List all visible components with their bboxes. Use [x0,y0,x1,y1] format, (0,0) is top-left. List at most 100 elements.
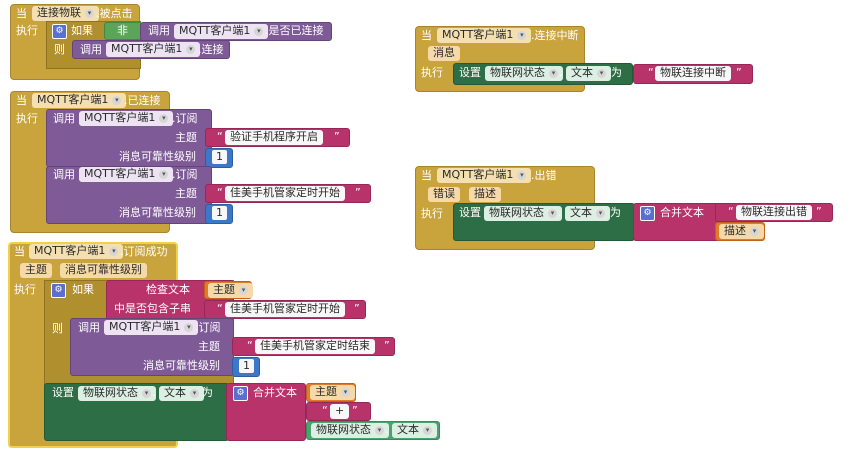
component-dropdown[interactable]: MQTT客户端1▾ [437,168,532,183]
do-label: 执行 [14,283,36,296]
do-label: 执行 [16,24,38,37]
not-label: 非 [117,24,128,37]
chevron-down-icon: ▾ [750,227,759,236]
mqtt-dropdown[interactable]: MQTT客户端1▾ [79,111,174,126]
var-dropdown[interactable]: 描述▾ [719,224,764,239]
do-label: 执行 [421,207,443,220]
qos-value[interactable]: 1 [239,359,254,373]
qos-value[interactable]: 1 [212,206,227,220]
text-value[interactable]: 物联连接出错 [736,205,812,220]
to-label: 为 [610,206,621,219]
when-label: 当 [16,94,27,107]
param-error[interactable]: 错误 [428,187,460,202]
property-dropdown[interactable]: 文本▾ [392,423,437,438]
mqtt-dropdown[interactable]: MQTT客户端1▾ [174,24,269,39]
then-label: 则 [52,322,63,335]
component-dropdown[interactable]: MQTT客户端1▾ [29,244,124,259]
chevron-down-icon: ▾ [109,247,119,256]
quote-open: “ [728,205,734,218]
target-dropdown[interactable]: 物联网状态▾ [311,423,389,438]
mqtt-dropdown[interactable]: MQTT客户端1▾ [106,42,201,57]
param-description[interactable]: 描述 [469,187,501,202]
quote-open: “ [217,130,223,143]
quote-open: “ [322,404,328,417]
dot-label: . [559,66,563,79]
mqtt-dropdown[interactable]: MQTT客户端1▾ [104,320,199,335]
param-qos[interactable]: 消息可靠性级别 [60,263,147,278]
event-label: .连接中断 [531,29,579,42]
param-topic[interactable]: 主题 [20,263,52,278]
do-label: 执行 [16,112,38,125]
property-dropdown[interactable]: 文本▾ [565,206,610,221]
when-label: 当 [421,169,432,182]
topic-value[interactable]: 验证手机程序开启 [225,130,323,145]
call-label: 调用 [148,24,170,37]
contains-label: 中是否包含子串 [114,302,191,315]
property-dropdown[interactable]: 文本▾ [159,386,204,401]
qos-value[interactable]: 1 [212,150,227,164]
event-label: .已连接 [124,94,161,107]
join-label: 合并文本 [660,206,704,219]
quote-open: “ [247,339,253,352]
event-label: .出错 [531,169,557,182]
when-label: 当 [16,7,27,20]
quote-open: “ [648,66,654,79]
substring-value[interactable]: 佳美手机管家定时开始 [225,302,345,317]
gear-icon[interactable]: ⚙ [233,386,248,401]
chevron-down-icon: ▾ [239,286,248,295]
mqtt-dropdown[interactable]: MQTT客户端1▾ [79,167,174,182]
qos-label: 消息可靠性级别 [119,206,196,219]
dot-label: . [385,423,389,436]
quote-close: ” [334,130,340,143]
target-dropdown[interactable]: 物联网状态▾ [484,206,562,221]
set-label: 设置 [459,66,481,79]
component-dropdown[interactable]: 连接物联▾ [32,6,99,21]
text-value[interactable]: 物联连接中断 [655,66,731,81]
call-label: 调用 [53,112,75,125]
var-dropdown[interactable]: 主题▾ [310,385,355,400]
quote-open: “ [217,186,223,199]
gear-icon[interactable]: ⚙ [52,24,67,39]
topic-value[interactable]: 佳美手机管家定时开始 [225,186,345,201]
chevron-down-icon: ▾ [142,389,151,398]
method-label: .订阅 [195,321,221,334]
chevron-down-icon: ▾ [517,171,527,180]
event-label: .被点击 [96,7,133,20]
chevron-down-icon: ▾ [186,45,196,54]
set-label: 设置 [459,206,481,219]
target-dropdown[interactable]: 物联网状态▾ [78,386,156,401]
chevron-down-icon: ▾ [596,209,605,218]
property-dropdown[interactable]: 文本▾ [566,66,611,81]
chevron-down-icon: ▾ [112,96,122,105]
event-label: .订阅成功 [120,245,168,258]
var-dropdown[interactable]: 主题▾ [208,283,253,298]
check-text-label: 检查文本 [146,283,190,296]
quote-close: ” [736,66,742,79]
when-label: 当 [421,29,432,42]
chevron-down-icon: ▾ [597,69,606,78]
target-dropdown[interactable]: 物联网状态▾ [485,66,563,81]
param-message[interactable]: 消息 [428,46,460,61]
quote-close: ” [384,339,390,352]
dot-label: . [558,206,562,219]
component-dropdown[interactable]: MQTT客户端1▾ [437,28,532,43]
separator-value[interactable]: + [330,404,350,419]
do-label: 执行 [421,66,443,79]
chevron-down-icon: ▾ [190,389,199,398]
chevron-down-icon: ▾ [517,31,527,40]
then-label: 则 [54,43,65,56]
when-label: 当 [14,245,25,258]
method-label: .订阅 [172,112,198,125]
gear-icon[interactable]: ⚙ [640,206,655,221]
call-label: 调用 [78,321,100,334]
chevron-down-icon: ▾ [159,170,169,179]
component-dropdown[interactable]: MQTT客户端1▾ [32,93,127,108]
method-label: .订阅 [172,168,198,181]
chevron-down-icon: ▾ [184,323,194,332]
chevron-down-icon: ▾ [341,388,350,397]
topic-value[interactable]: 佳美手机管家定时结束 [255,339,375,354]
topic-label: 主题 [198,340,220,353]
quote-open: “ [217,302,223,315]
gear-icon[interactable]: ⚙ [51,283,66,298]
quote-close: ” [354,302,360,315]
